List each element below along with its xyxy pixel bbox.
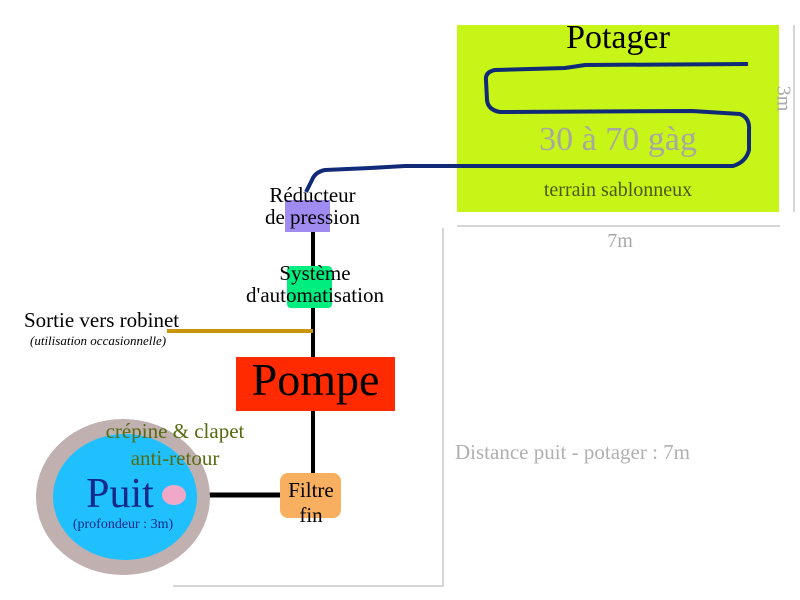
garden-title: Potager (566, 19, 670, 56)
flow-rate: 30 à 70 gàg (539, 121, 697, 158)
pump-box (236, 357, 395, 411)
tap-note: (utilisation occasionnelle) (30, 333, 167, 348)
reducer-line1: Réducteur (269, 183, 356, 207)
well-depth: (profondeur : 3m) (72, 517, 174, 532)
filter-box (280, 473, 341, 518)
strainer-line1: crépine & clapet (105, 419, 245, 443)
drip-hose (304, 62, 752, 193)
reducer-line2: de pression (264, 205, 361, 230)
distance-label: Distance puit - potager : 7m (455, 440, 691, 464)
distance-frame (173, 228, 444, 587)
filter-line1: Filtre (288, 478, 334, 502)
pump-label: Pompe (251, 354, 380, 405)
soil-type: terrain sablonneux (543, 179, 693, 201)
garden-area (457, 25, 779, 212)
strainer-label: crépine & clapet anti-retour (80, 418, 270, 473)
filter-line2: fin (299, 503, 323, 528)
strainer-icon (162, 485, 186, 505)
strainer-line2: anti-retour (130, 446, 220, 471)
tap-label: Sortie vers robinet (24, 308, 180, 332)
garden-height-label: 3m (772, 85, 795, 112)
garden-width-label: 7m (607, 230, 633, 252)
automation-line2: d'automatisation (246, 283, 384, 308)
automation-box (287, 266, 332, 308)
reducer-box (285, 200, 330, 232)
automation-line1: Système (279, 261, 351, 285)
well-water (53, 434, 197, 560)
well-label: Puit (86, 471, 154, 517)
